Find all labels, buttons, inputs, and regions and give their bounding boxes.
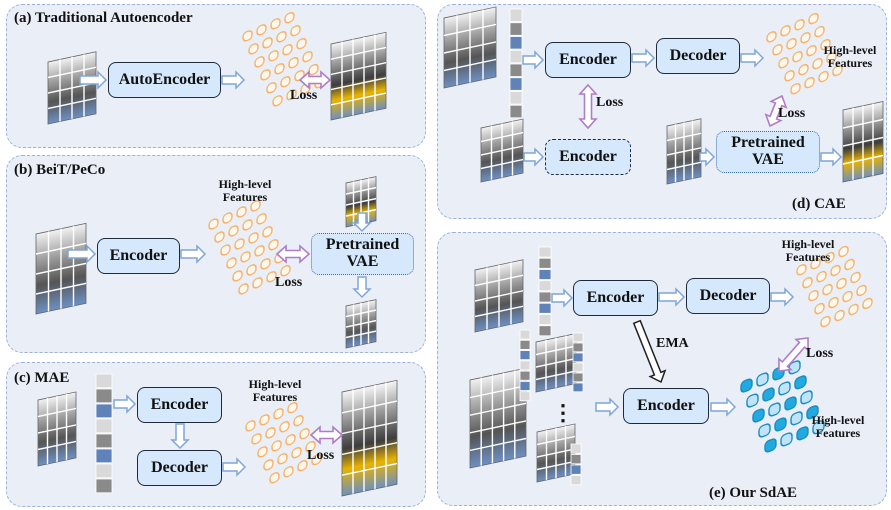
panel-c-visible-patches — [95, 373, 113, 494]
panel-e-features-top-label: High-level Features — [770, 238, 846, 264]
panel-d-features-line2: Features — [827, 56, 873, 70]
panel-e-arrow-feat — [770, 287, 795, 307]
panel-c-decoder-box: Decoder — [137, 450, 222, 486]
panel-e-features-bottom-label: High-level Features — [800, 414, 876, 440]
panel-c-feature-tiles — [245, 402, 322, 484]
panel-c-title: (c) MAE — [14, 370, 70, 386]
panel-c-input-image — [37, 391, 77, 467]
panel-d-masked-image — [480, 118, 524, 183]
panel-b-arrow-vae-in — [352, 212, 372, 233]
panel-e-loss-arrow — [778, 337, 809, 372]
panel-a-input-image — [47, 51, 97, 125]
panel-e-encoder-box: Encoder — [573, 280, 658, 316]
panel-a-loss-label: Loss — [290, 88, 318, 103]
panel-d-features-line1: High-level — [823, 43, 877, 57]
panel-d-arrow-feat — [740, 48, 765, 68]
panel-e-features-bottom-line1: High-level — [811, 413, 865, 427]
panel-e-loss-label: Loss — [806, 346, 834, 361]
panel-c-arrow-enc — [113, 394, 137, 414]
panel-e-title: (e) Our SdAE — [709, 485, 798, 501]
panel-b-vae-line2: VAE — [346, 253, 379, 270]
panel-d-pretrained-vae-box: Pretrained VAE — [716, 131, 820, 173]
panel-d-vae-line1: Pretrained — [731, 134, 805, 152]
panel-b-features-label: High-level Features — [208, 178, 282, 204]
panel-c-encoder-box: Encoder — [137, 387, 222, 423]
panel-d-features-label: High-level Features — [812, 44, 888, 70]
panel-a-arrow-in — [79, 70, 108, 90]
panel-e-ema-arrow — [632, 319, 667, 384]
panel-c-arrow-dec — [222, 457, 247, 477]
panel-b-loss-arrow — [275, 244, 311, 264]
panel-b-features-line2: Features — [222, 190, 268, 204]
panel-d-loss-right-label: Loss — [778, 106, 806, 121]
panel-e-encoder2-box: Encoder — [623, 388, 709, 424]
panel-b-feature-tiles — [208, 200, 291, 295]
panel-e-visible-patches — [538, 246, 552, 337]
panel-e-feature-tiles-bottom — [740, 360, 825, 453]
panel-b-encoder-box: Encoder — [97, 238, 180, 274]
panel-d-arrow-dec — [631, 48, 656, 68]
panel-b-title: (b) BeiT/PeCo — [14, 162, 106, 178]
panel-d-vae-input — [666, 118, 702, 185]
panel-e-view-1 — [469, 367, 527, 469]
panel-b-arrow-mid — [180, 244, 207, 264]
panel-d-arrow-enc2 — [523, 147, 545, 167]
panel-e-features-top-line2: Features — [785, 250, 831, 264]
panel-c-loss-label: Loss — [307, 448, 335, 463]
panel-e-features-bottom-line2: Features — [815, 426, 861, 440]
panel-d-feature-tiles — [766, 12, 843, 95]
panel-e-arrow-enc2 — [595, 397, 620, 417]
panel-e-ema-label: EMA — [656, 336, 689, 351]
panel-e-feature-tiles-top — [796, 245, 873, 328]
panel-c-loss-arrow — [309, 425, 344, 445]
panel-d-loss-left-arrow — [578, 83, 598, 130]
panel-d-visible-patches — [509, 8, 523, 119]
panel-d-arrow-enc — [522, 50, 545, 70]
panel-d-decoder-box: Decoder — [656, 38, 740, 74]
panel-b-arrow-vae-out — [352, 276, 372, 299]
panel-e-patch-strip-2 — [572, 332, 584, 393]
panel-e-arrow-feat2 — [710, 397, 737, 417]
panel-e-ellipsis: ⋮ — [552, 400, 574, 425]
panel-c-output-image — [341, 379, 398, 497]
panel-b-input-image — [35, 222, 87, 315]
panel-d-encoder2-box: Encoder — [545, 139, 631, 175]
panel-d-encoder-box: Encoder — [545, 42, 631, 78]
panel-b-arrow-in — [67, 244, 97, 264]
panel-e-patch-strip-3 — [570, 443, 582, 486]
panel-b-pretrained-vae-box: Pretrained VAE — [311, 233, 414, 275]
panel-c-features-line1: High-level — [248, 377, 302, 391]
panel-d-loss-right-arrow — [764, 94, 788, 128]
panel-d-arrow-vae-out — [820, 147, 843, 167]
panel-d-arrow-vae-in — [699, 147, 716, 167]
panel-d-title: (d) CAE — [792, 196, 846, 212]
panel-a-arrow-out — [221, 70, 246, 90]
panel-e-view-3 — [536, 423, 576, 483]
panel-c-arrow-enc-dec — [170, 423, 190, 450]
panel-e-patch-strip-1 — [519, 329, 531, 402]
panel-c-features-label: High-level Features — [238, 378, 312, 404]
panel-e-features-top-line1: High-level — [781, 237, 835, 251]
panel-b-loss-label: Loss — [275, 275, 303, 290]
panel-d-vae-line2: VAE — [752, 151, 784, 168]
panel-e-arrow-dec — [658, 287, 686, 307]
panel-c-features-line2: Features — [252, 390, 298, 404]
panel-e-arrow-enc — [551, 288, 574, 308]
autoencoder-box: AutoEncoder — [108, 62, 221, 98]
panel-e-view-2 — [535, 333, 577, 393]
panel-a-output-image — [330, 31, 387, 121]
panel-a-title: (a) Traditional Autoencoder — [14, 10, 193, 26]
panel-b-vae-output — [345, 299, 377, 349]
panel-d-loss-left-label: Loss — [596, 95, 624, 110]
panel-a-loss-arrow — [298, 70, 332, 90]
panel-d-input-image — [443, 6, 497, 89]
panel-b-vae-input — [345, 176, 377, 228]
panel-b-vae-line1: Pretrained — [325, 236, 400, 254]
panel-e-input-image — [474, 259, 524, 333]
panel-e-decoder-box: Decoder — [686, 278, 770, 314]
panel-d-vae-output — [842, 101, 884, 183]
panel-b-features-line1: High-level — [218, 177, 272, 191]
